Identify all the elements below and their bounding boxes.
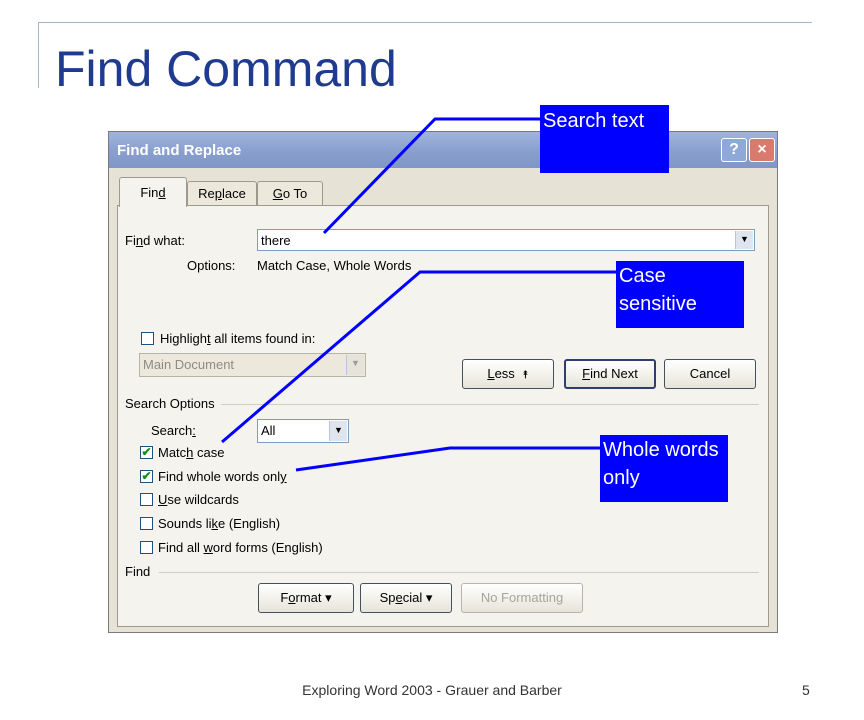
sounds-like-checkbox[interactable] (140, 517, 153, 530)
no-formatting-button: No Formatting (461, 583, 583, 613)
cancel-button[interactable]: Cancel (664, 359, 756, 389)
search-direction-label: Search: (151, 423, 196, 438)
callout-whole-words: Whole words only (600, 435, 728, 502)
close-icon[interactable]: × (749, 138, 775, 162)
callout-case-sensitive: Case sensitive (616, 261, 744, 328)
highlight-label: Highlight all items found in: (160, 331, 316, 346)
find-replace-dialog: Find and Replace ? × Find Replace Go To … (108, 131, 778, 633)
chevron-down-icon: ▾ (325, 590, 332, 605)
highlight-scope-select[interactable]: Main Document ▼ (139, 353, 366, 377)
find-next-button[interactable]: Find Next (564, 359, 656, 389)
wildcards-checkbox[interactable] (140, 493, 153, 506)
search-options-label: Search Options (125, 396, 215, 411)
find-what-input[interactable]: there ▼ (257, 229, 755, 251)
dialog-titlebar[interactable]: Find and Replace ? × (109, 132, 777, 168)
options-value: Match Case, Whole Words (257, 258, 412, 273)
tab-find[interactable]: Find (119, 177, 187, 207)
sounds-like-label: Sounds like (English) (158, 516, 281, 531)
special-button[interactable]: Special ▾ (360, 583, 452, 613)
highlight-checkbox[interactable] (141, 332, 154, 345)
match-case-label: Match case (158, 445, 225, 460)
decor-line-vertical (38, 22, 39, 88)
page-number: 5 (802, 682, 810, 698)
chevron-up-icon: ⯭ (522, 369, 529, 381)
tab-replace[interactable]: Replace (187, 181, 257, 206)
search-direction-select[interactable]: All ▼ (257, 419, 349, 443)
dialog-title: Find and Replace (117, 142, 242, 159)
find-what-label: Find what: (125, 233, 185, 248)
match-case-checkbox[interactable]: ✔ (140, 445, 153, 459)
whole-words-label: Find whole words only (158, 469, 287, 484)
chevron-down-icon[interactable]: ▼ (329, 421, 347, 441)
search-options-divider (221, 404, 759, 405)
find-what-value: there (261, 233, 291, 248)
wildcards-label: Use wildcards (158, 492, 239, 507)
chevron-down-icon: ▾ (425, 590, 433, 605)
options-label: Options: (187, 258, 236, 273)
less-button[interactable]: Less ⯭ (462, 359, 554, 389)
chevron-down-icon[interactable]: ▼ (735, 231, 753, 249)
word-forms-checkbox[interactable] (140, 541, 153, 554)
word-forms-label: Find all word forms (English) (158, 540, 323, 555)
chevron-down-icon: ▼ (346, 355, 364, 375)
help-button[interactable]: ? (721, 138, 747, 162)
whole-words-checkbox[interactable]: ✔ (140, 469, 153, 483)
slide-title: Find Command (55, 41, 397, 97)
callout-search-text: Search text (540, 105, 669, 173)
tab-goto[interactable]: Go To (257, 181, 323, 206)
decor-line-horizontal (38, 22, 812, 23)
find-section-label: Find (125, 564, 151, 579)
format-button[interactable]: Format ▾ (258, 583, 354, 613)
slide-footer: Exploring Word 2003 - Grauer and Barber (302, 682, 562, 698)
find-section-divider (159, 572, 759, 573)
